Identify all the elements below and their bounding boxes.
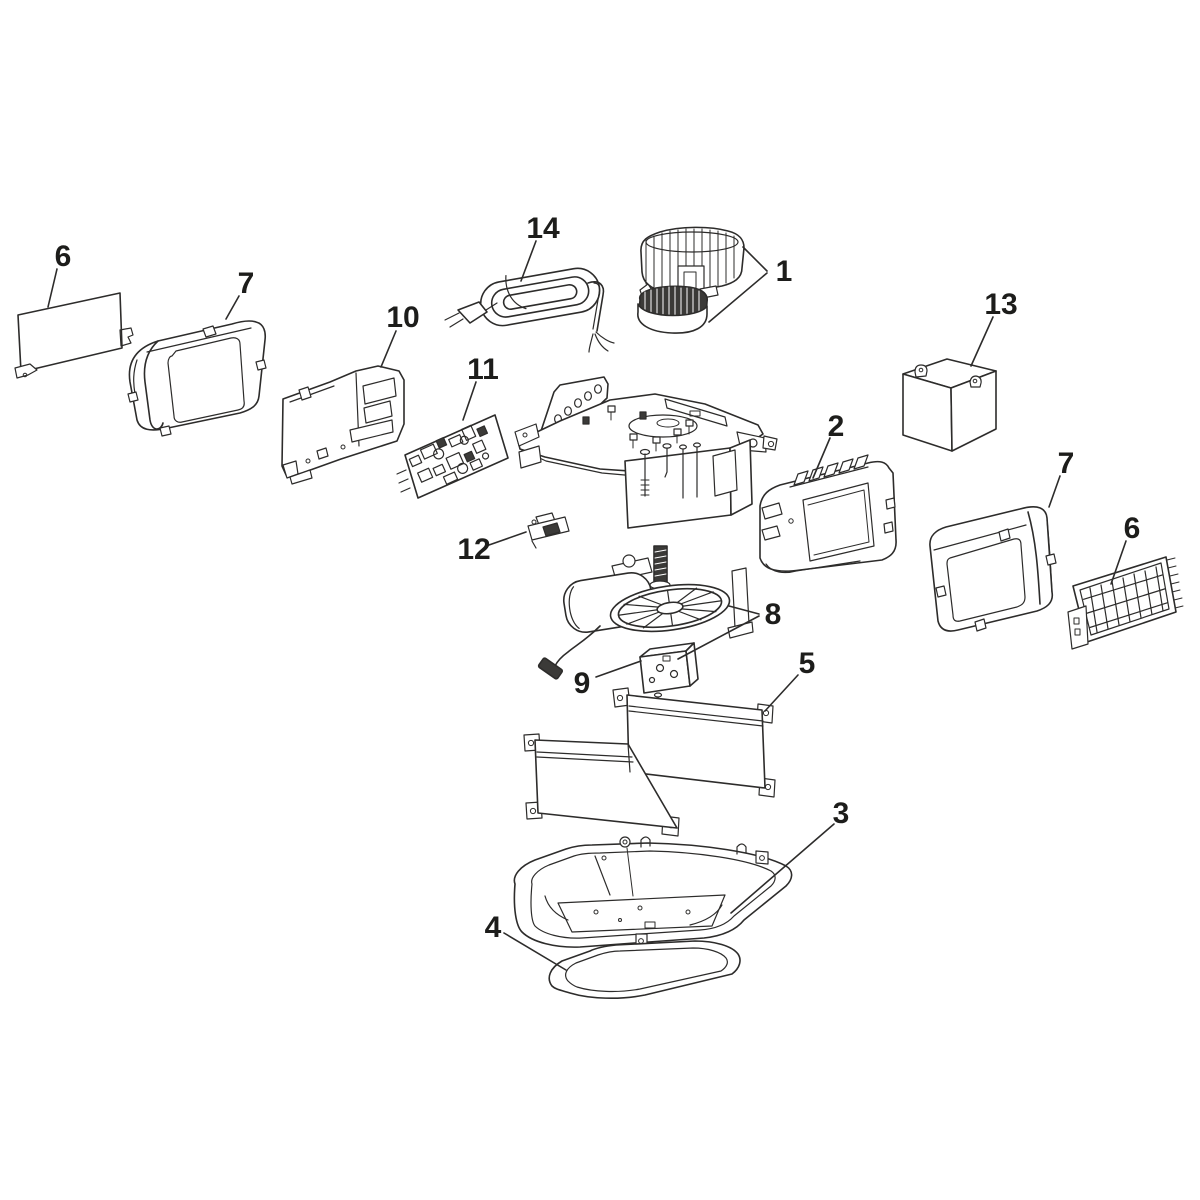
part-8-motor-assembly (537, 545, 754, 680)
part-9-coupler-block (639, 642, 699, 711)
callout-7-right: 7 (1058, 447, 1075, 480)
leader-3 (730, 823, 835, 914)
callout-9: 9 (574, 667, 591, 700)
part-14-power-cord (444, 267, 615, 353)
callout-labels: 6 7 10 14 1 13 11 2 7 6 12 8 9 5 3 4 (55, 212, 1141, 944)
main-chassis-assembly (514, 376, 778, 529)
leader-8b (677, 615, 760, 660)
part-12-switch-bracket (527, 512, 570, 549)
callout-6-left: 6 (55, 240, 72, 273)
leader-12 (488, 531, 527, 546)
callout-4: 4 (485, 911, 502, 944)
callout-12: 12 (457, 533, 490, 566)
leader-lines (47, 240, 1127, 971)
leader-9 (595, 660, 642, 678)
callout-8: 8 (765, 598, 782, 631)
callout-13: 13 (984, 288, 1017, 321)
part-3-bottom-pan (513, 836, 793, 948)
leader-13 (970, 316, 994, 367)
callout-2: 2 (828, 410, 845, 443)
leader-11 (462, 381, 477, 421)
callout-14: 14 (526, 212, 560, 245)
leader-4 (503, 932, 567, 971)
part-11-circuit-board (396, 414, 509, 499)
part-2-right-end-panel (759, 454, 897, 574)
part-7-left-side-cover (127, 320, 267, 437)
leader-5 (764, 674, 799, 712)
part-7-right-side-cover (929, 506, 1057, 632)
callout-6-right: 6 (1124, 512, 1141, 545)
leader-14 (520, 240, 537, 282)
leader-6-right (1110, 540, 1127, 585)
callout-1: 1 (776, 255, 793, 288)
callout-3: 3 (833, 797, 850, 830)
leader-1b (708, 272, 768, 323)
leader-7-right (1048, 475, 1061, 508)
leader-1a (742, 246, 768, 272)
callout-5: 5 (799, 647, 816, 680)
leader-10 (380, 330, 397, 368)
leader-7-left (225, 295, 240, 320)
part-6-right-vent-grille (1067, 556, 1184, 650)
part-1-socket-and-rotor (637, 226, 745, 334)
part-4-lens-frame (548, 933, 741, 999)
part-5-light-shield-panels (523, 687, 776, 837)
callout-11: 11 (467, 353, 499, 386)
part-6-left-perforated-grille (14, 292, 134, 379)
leader-6-left (47, 268, 58, 308)
part-13-transformer-box (902, 358, 997, 452)
callout-7-left: 7 (238, 267, 255, 300)
part-10-left-end-panel (281, 365, 405, 485)
leader-8a (728, 605, 760, 615)
callout-10: 10 (386, 301, 419, 334)
leader-2 (812, 437, 831, 479)
